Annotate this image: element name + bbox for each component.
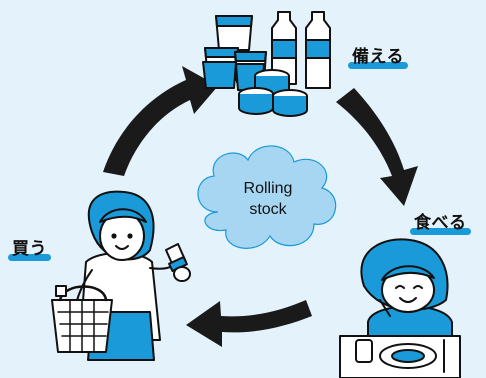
label-underline — [410, 228, 471, 235]
step-label-stock-text: 備える — [352, 47, 404, 67]
arrow-stock-to-eat — [336, 88, 418, 206]
center-cloud — [197, 145, 337, 249]
center-label-line1: Rolling — [243, 180, 293, 197]
arrow-eat-to-buy — [186, 300, 312, 347]
center-label-line2: stock — [249, 201, 287, 218]
label-underline — [348, 62, 408, 69]
stockpile-illustration — [202, 11, 331, 117]
eating-girl-illustration — [339, 238, 461, 378]
step-label-stock: 備える — [348, 42, 408, 69]
shopper-illustration — [51, 190, 191, 361]
cycle-arrows — [103, 66, 418, 347]
step-label-eat: 食べる — [410, 208, 471, 235]
arrow-buy-to-stock — [103, 66, 218, 176]
step-label-buy-text: 買う — [12, 239, 47, 259]
center-label: Rolling stock — [228, 178, 308, 220]
step-label-buy: 買う — [8, 234, 51, 261]
step-label-eat-text: 食べる — [414, 213, 467, 233]
label-underline — [8, 254, 51, 261]
